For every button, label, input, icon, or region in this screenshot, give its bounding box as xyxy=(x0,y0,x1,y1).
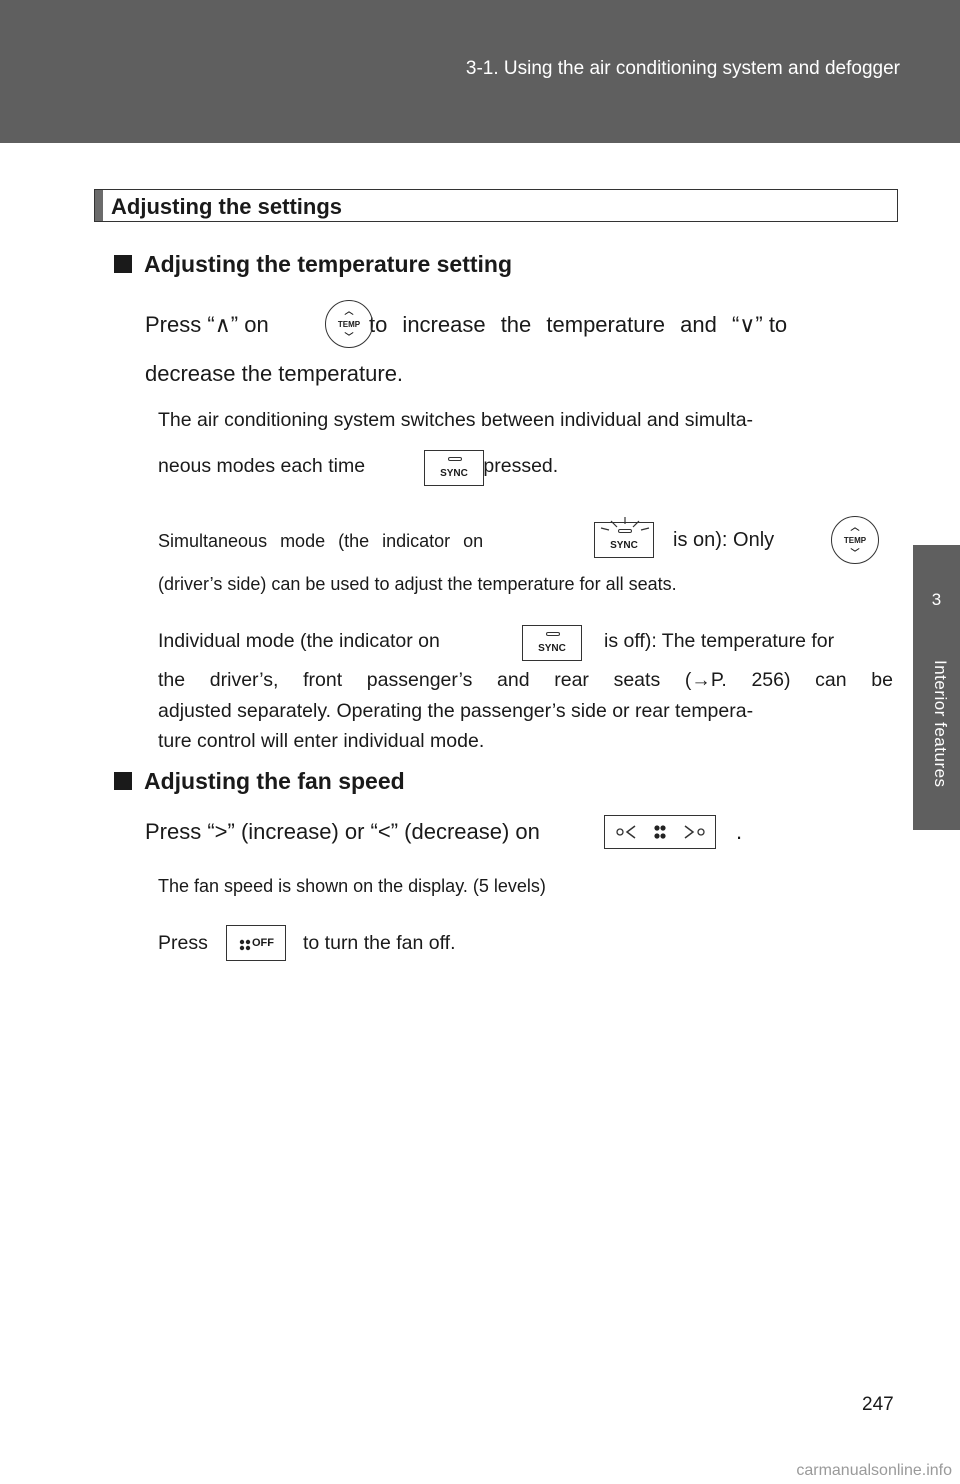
ind-mode-a: Individual mode (the indicator on xyxy=(158,630,440,652)
up-arrow-symbol: ∧ xyxy=(214,312,231,337)
ind-mode-e: ture control will enter individual mode. xyxy=(158,730,485,752)
sync-lit-button-icon: SYNC xyxy=(594,517,654,558)
fan-line-1: Press “>” (increase) or “<” (decrease) o… xyxy=(145,819,540,844)
chapter-title: 3-1. Using the air conditioning system a… xyxy=(465,58,900,79)
fan-line-1-end: . xyxy=(736,819,743,844)
temp-button-icon-2: ︿ TEMP ﹀ xyxy=(831,516,879,564)
fan-note-1: The fan speed is shown on the display. (… xyxy=(158,876,546,896)
ind-mode-d: adjusted separately. Operating the passe… xyxy=(158,700,754,722)
sim-mode-c: (driver’s side) can be used to adjust th… xyxy=(158,574,677,594)
side-tab xyxy=(913,545,960,830)
watermark: carmanualsonline.info xyxy=(796,1462,952,1479)
fan-note-2b: to turn the fan off. xyxy=(303,932,456,954)
page-number: 247 xyxy=(862,1394,894,1415)
section-title: Adjusting the settings xyxy=(111,194,342,219)
down-arrow-symbol: ∨ xyxy=(739,312,756,337)
fan-heading-text: Adjusting the fan speed xyxy=(144,768,405,794)
temp-note-1a: The air conditioning system switches bet… xyxy=(158,409,754,431)
fan-heading: Adjusting the fan speed xyxy=(114,768,405,795)
square-bullet-icon xyxy=(114,255,132,273)
ind-mode-b: is off): The temperature for xyxy=(604,630,835,652)
temp-note-1b: neous modes each time is pressed. xyxy=(158,455,559,477)
square-bullet-icon xyxy=(114,772,132,790)
temp-line-2: decrease the temperature. xyxy=(145,361,404,386)
header-bar: 3-1. Using the air conditioning system a… xyxy=(0,0,960,143)
temp-line-1: Press “∧” on to increase the temperature… xyxy=(145,312,788,337)
sim-mode-b: is on): Only xyxy=(673,529,775,551)
section-accent xyxy=(95,190,103,221)
side-tab-label: Interior features xyxy=(931,660,950,788)
fan-off-button-icon: OFF xyxy=(226,925,286,961)
temp-button-icon: ︿ TEMP ﹀ xyxy=(325,300,373,348)
fan-speed-button-icon xyxy=(604,815,716,849)
temp-heading-text: Adjusting the temperature setting xyxy=(144,251,513,277)
side-tab-number: 3 xyxy=(931,590,942,609)
fan-note-2a: Press xyxy=(158,932,208,954)
sync-off-button-icon: SYNC xyxy=(522,625,582,661)
sync-button-icon: SYNC xyxy=(424,450,484,486)
ind-mode-c: the driver’s, front passenger’s and rear… xyxy=(158,669,893,691)
sim-mode-a: Simultaneous mode (the indicator on xyxy=(158,531,484,551)
section-header: Adjusting the settings xyxy=(94,189,898,222)
temp-heading: Adjusting the temperature setting xyxy=(114,251,512,278)
